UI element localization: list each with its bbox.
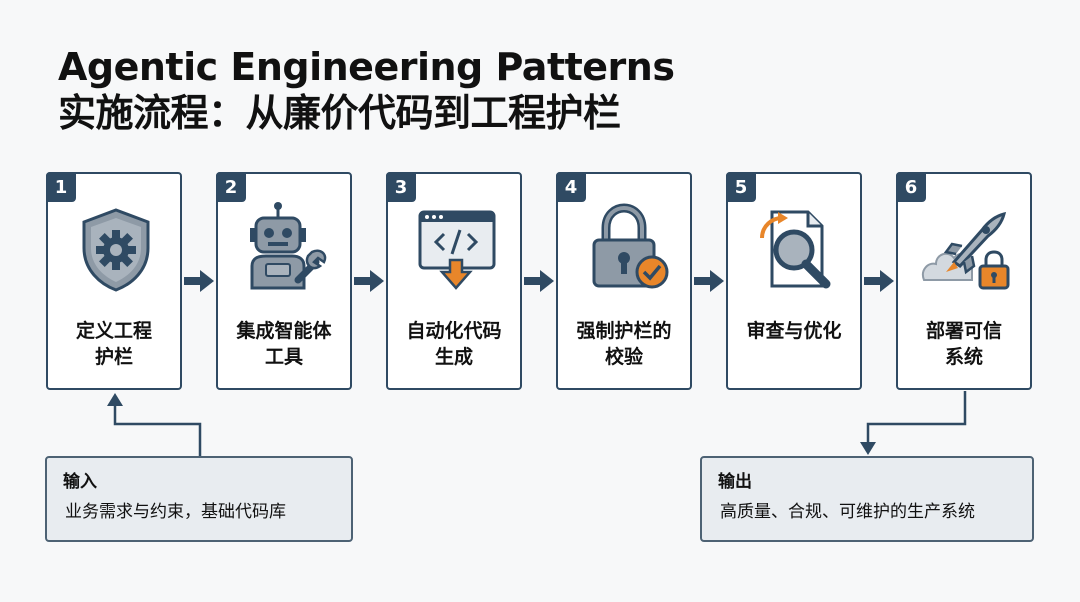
step-2-card: 2 集成智能体 工具: [216, 172, 352, 390]
step-4-label-line-1: 强制护栏的: [576, 320, 672, 342]
output-title: 输出: [718, 472, 752, 492]
step-1-label-line-2: 护栏: [94, 346, 133, 368]
step-6-card: 6 部署可信 系统: [896, 172, 1032, 390]
step-3-card: 3 自动化代码 生成: [386, 172, 522, 390]
step-3-badge: 3: [386, 172, 416, 202]
step-4-label: 强制护栏的 校验: [562, 318, 686, 370]
flow-arrow-5-6: [864, 270, 894, 292]
step-1-label: 定义工程 护栏: [52, 318, 176, 370]
step-3-label-line-2: 生成: [434, 346, 473, 368]
title-line-2: 实施流程：从廉价代码到工程护栏: [58, 91, 621, 135]
step-3-label: 自动化代码 生成: [392, 318, 516, 370]
title-line-1: Agentic Engineering Patterns: [58, 45, 675, 89]
step-6-label-line-1: 部署可信: [925, 320, 1002, 342]
rocket-lock-icon: [922, 211, 1010, 290]
step-5-label: 审查与优化: [732, 318, 856, 344]
input-box: 输入 业务需求与约束，基础代码库: [45, 456, 353, 542]
input-text: 业务需求与约束，基础代码库: [65, 502, 286, 522]
step-6-label-line-2: 系统: [944, 346, 983, 368]
step-3-label-line-1: 自动化代码: [406, 320, 502, 342]
output-connector-arrowhead: [860, 442, 876, 455]
step-2-badge: 2: [216, 172, 246, 202]
step-4-label-line-2: 校验: [604, 346, 643, 368]
step-2-label: 集成智能体 工具: [222, 318, 346, 370]
flow-arrow-4-5: [694, 270, 724, 292]
flow-arrow-2-3: [354, 270, 384, 292]
document-magnifier-icon: [760, 210, 831, 289]
flow-arrow-1-2: [184, 270, 214, 292]
step-6-label: 部署可信 系统: [902, 318, 1026, 370]
flow-arrow-3-4: [524, 270, 554, 292]
step-5-card: 5 审查与优化: [726, 172, 862, 390]
step-6-badge: 6: [896, 172, 926, 202]
step-5-badge: 5: [726, 172, 756, 202]
page-title: Agentic Engineering Patterns 实施流程：从廉价代码到…: [58, 44, 675, 136]
shield-gear-icon: [82, 208, 150, 292]
output-box: 输出 高质量、合规、可维护的生产系统: [700, 456, 1034, 542]
step-4-badge: 4: [556, 172, 586, 202]
step-2-label-line-2: 工具: [264, 346, 303, 368]
robot-wrench-icon: [250, 202, 327, 290]
code-window-icon: [418, 210, 496, 290]
step-4-card: 4 强制护栏的 校验: [556, 172, 692, 390]
output-connector-line: [866, 391, 967, 444]
step-1-label-line-1: 定义工程: [75, 320, 152, 342]
step-2-label-line-1: 集成智能体: [236, 320, 332, 342]
input-connector-line: [113, 404, 202, 456]
step-1-badge: 1: [46, 172, 76, 202]
output-text: 高质量、合规、可维护的生产系统: [720, 502, 975, 522]
padlock-check-icon: [592, 203, 669, 289]
input-title: 输入: [63, 472, 97, 492]
step-5-label-line-1: 审查与优化: [746, 320, 842, 342]
step-1-card: 1 定义工程 护栏: [46, 172, 182, 390]
input-connector-arrowhead: [107, 393, 123, 406]
